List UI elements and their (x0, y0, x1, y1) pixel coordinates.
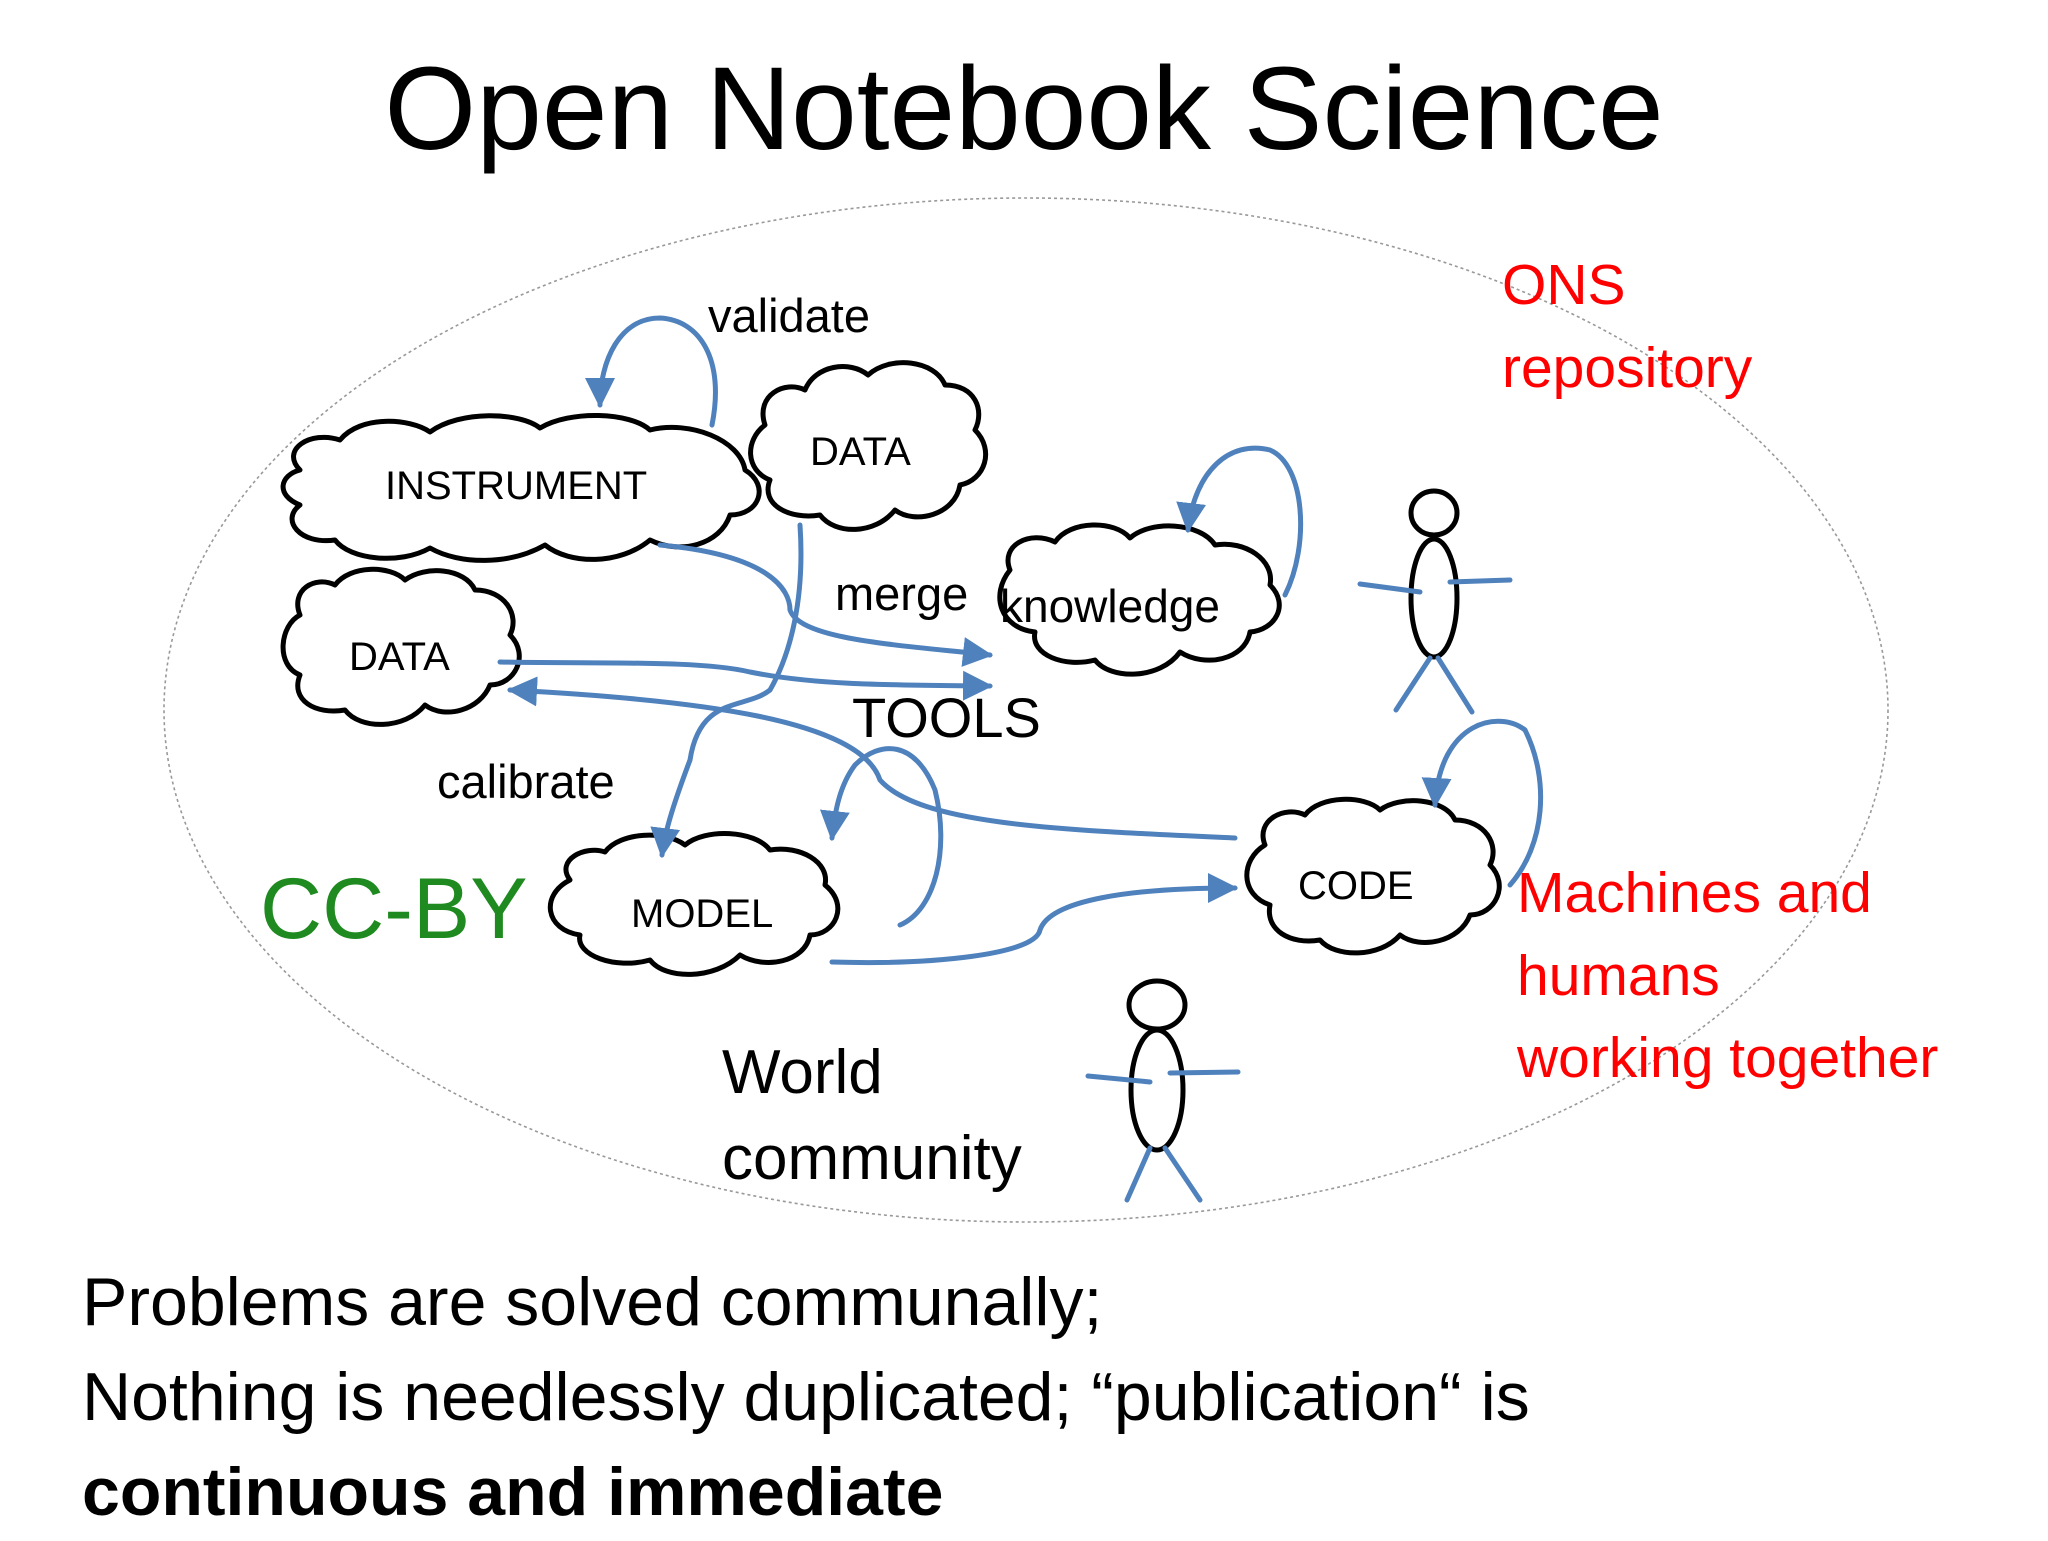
data-left-cloud (280, 566, 522, 727)
machines-line-3: working together (1517, 1026, 1939, 1091)
calibrate-label: calibrate (437, 755, 615, 808)
code-loop-arrow (1421, 718, 1544, 888)
code-to-data-arrow (507, 676, 1238, 841)
merge-label: merge (835, 567, 969, 620)
instrument-to-knowledge-arrow (657, 542, 993, 667)
cc-by-label: CC-BY (260, 861, 528, 957)
ons-line-1: ONS (1502, 253, 1626, 317)
world-line-1: World (722, 1038, 883, 1107)
validate-loop-arrow (585, 315, 718, 428)
figure-bottom-limbs (1085, 1069, 1241, 1203)
bottom-text: Problems are solved communally; Nothing … (82, 1255, 1530, 1541)
slide-title: Open Notebook Science (384, 43, 1664, 175)
world-community-label: World community (722, 1030, 1022, 1201)
machines-line-1: Machines and (1517, 861, 1872, 925)
bottom-line-3: continuous and immediate (82, 1454, 944, 1531)
machines-humans-note: Machines and humans working together (1517, 852, 1938, 1100)
code-cloud (1244, 796, 1502, 956)
model-to-code-arrow (829, 873, 1238, 966)
data-top-cloud-label: DATA (810, 430, 911, 474)
data-to-tools-arrow (497, 659, 993, 701)
data-top-cloud (748, 360, 989, 532)
model-cloud-label: MODEL (631, 892, 774, 936)
figure-top-head (1408, 488, 1460, 538)
tools-label: TOOLS (852, 686, 1041, 749)
code-cloud-label: CODE (1298, 864, 1414, 908)
validate-label: validate (708, 289, 870, 342)
tools-loop-arrow (819, 746, 944, 928)
instrument-cloud-label: INSTRUMENT (385, 464, 648, 508)
figure-top-limbs (1357, 577, 1513, 715)
ons-line-2: repository (1502, 335, 1753, 400)
figure-top-body (1408, 536, 1460, 660)
bottom-line-2: Nothing is needlessly duplicated; “publi… (82, 1359, 1530, 1436)
instrument-cloud (280, 413, 762, 563)
figure-bottom-body (1128, 1027, 1186, 1153)
ons-repository-ellipse (163, 197, 1889, 1223)
knowledge-cloud-label: knowledge (1000, 580, 1220, 632)
knowledge-loop-arrow (1176, 445, 1304, 598)
data-left-cloud-label: DATA (349, 635, 450, 679)
world-line-2: community (722, 1123, 1022, 1193)
data-top-to-model-arrow (650, 522, 804, 858)
figure-bottom-head (1126, 978, 1188, 1032)
knowledge-cloud (997, 522, 1282, 677)
bottom-line-1: Problems are solved communally; (82, 1264, 1103, 1340)
ons-repository-note: ONS repository (1502, 244, 1752, 409)
machines-line-2: humans (1517, 943, 1720, 1008)
